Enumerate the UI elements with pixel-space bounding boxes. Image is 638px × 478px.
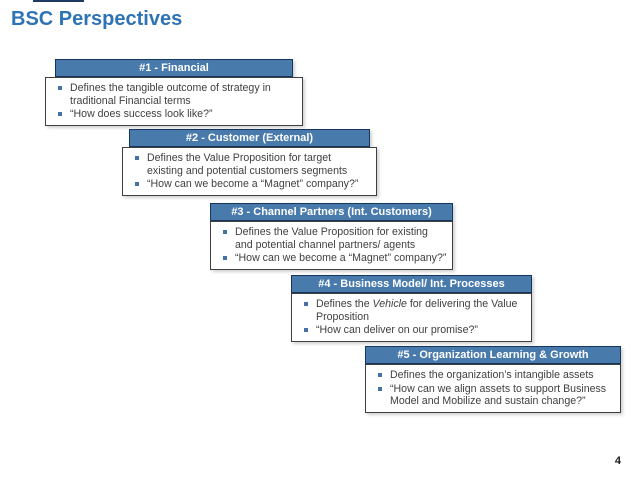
bullet-text: Defines the tangible outcome of strategy… xyxy=(70,82,271,107)
bullet-square-icon xyxy=(135,156,139,160)
bullet-text: “How can we become a “Magnet” company?” xyxy=(147,178,359,191)
slide-title: BSC Perspectives xyxy=(11,8,183,30)
perspective-box-body: Defines the Vehicle for delivering the V… xyxy=(291,293,532,342)
bullet-item: “How can we become a “Magnet” company?” xyxy=(123,178,376,191)
bullet-item: Defines the tangible outcome of strategy… xyxy=(46,82,302,107)
perspective-box-header: #4 - Business Model/ Int. Processes xyxy=(291,275,532,293)
bullet-square-icon xyxy=(304,302,308,306)
bullet-text-part: Defines the xyxy=(316,298,373,310)
bullet-item: “How can we align assets to support Busi… xyxy=(366,383,620,408)
perspective-box-body: Defines the organization’s intangible as… xyxy=(365,364,621,413)
bullet-text-italic-part: Vehicle xyxy=(372,298,407,310)
bullet-square-icon xyxy=(378,373,382,377)
bullet-item: “How can we become a “Magnet” company?” xyxy=(211,252,452,265)
perspective-box-business-model: #4 - Business Model/ Int. Processes Defi… xyxy=(291,275,532,342)
bullet-item: Defines the Value Proposition for existi… xyxy=(211,226,452,251)
perspective-box-financial: #1 - Financial Defines the tangible outc… xyxy=(45,59,303,126)
perspective-box-header: #1 - Financial xyxy=(55,59,293,77)
page-number: 4 xyxy=(614,455,621,467)
bullet-text: Defines the organization’s intangible as… xyxy=(390,369,594,381)
bullet-text-part: for delivering the Value Proposition xyxy=(316,298,518,323)
perspective-box-header: #3 - Channel Partners (Int. Customers) xyxy=(210,203,453,221)
bullet-item: Defines the Vehicle for delivering the V… xyxy=(292,298,531,323)
bullet-square-icon xyxy=(135,182,139,187)
bullet-text: “How can we become a “Magnet” company?” xyxy=(235,252,447,265)
bullet-item: “How can deliver on our promise?” xyxy=(292,324,531,337)
bullet-square-icon xyxy=(378,386,382,391)
perspective-box-body: Defines the tangible outcome of strategy… xyxy=(45,77,303,126)
bullet-square-icon xyxy=(223,230,227,234)
perspective-box-body: Defines the Value Proposition for target… xyxy=(122,147,377,196)
bullet-text: “How can we align assets to support Busi… xyxy=(390,382,607,408)
perspective-box-body: Defines the Value Proposition for existi… xyxy=(210,221,453,270)
top-edge-artifact xyxy=(33,0,84,2)
perspective-box-header: #2 - Customer (External) xyxy=(129,129,370,147)
perspective-box-header: #5 - Organization Learning & Growth xyxy=(365,346,621,364)
perspective-box-channel-partners: #3 - Channel Partners (Int. Customers) D… xyxy=(210,203,453,270)
bullet-item: Defines the Value Proposition for target… xyxy=(123,152,376,177)
perspective-box-learning-growth: #5 - Organization Learning & Growth Defi… xyxy=(365,346,621,413)
perspective-box-customer-external: #2 - Customer (External) Defines the Val… xyxy=(122,129,377,196)
bullet-text: Defines the Value Proposition for existi… xyxy=(235,226,428,251)
bullet-text: Defines the Value Proposition for target… xyxy=(147,152,348,177)
bullet-item: “How does success look like?” xyxy=(46,108,302,121)
bullet-text: Defines the Vehicle for delivering the V… xyxy=(316,298,527,323)
bullet-square-icon xyxy=(223,256,227,261)
bullet-text: “How can deliver on our promise?” xyxy=(316,324,478,337)
bullet-item: Defines the organization’s intangible as… xyxy=(366,369,620,382)
bullet-square-icon xyxy=(58,112,62,117)
bullet-square-icon xyxy=(304,328,308,333)
bullet-text: “How does success look like?” xyxy=(70,108,213,121)
bullet-square-icon xyxy=(58,86,62,90)
